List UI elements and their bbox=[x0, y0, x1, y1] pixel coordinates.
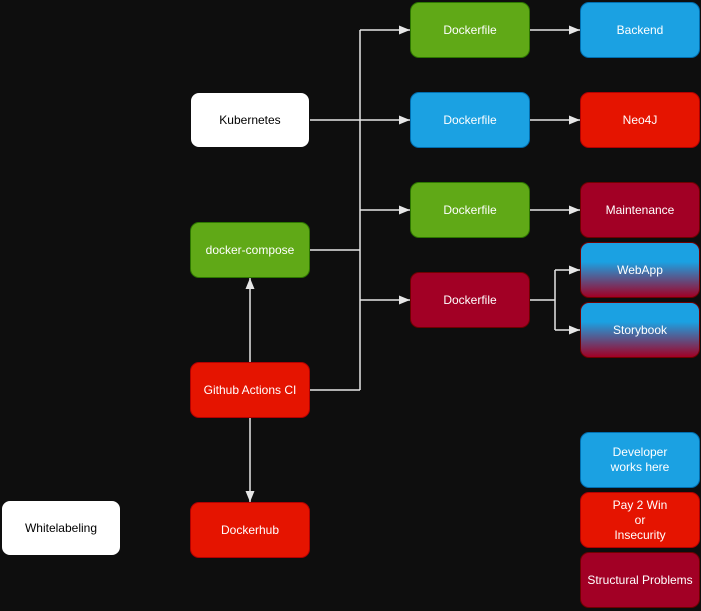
node-maintenance-label: Maintenance bbox=[605, 202, 675, 217]
legend-structural-problems[interactable]: Structural Problems bbox=[580, 552, 700, 608]
legend-pay2win-insecurity[interactable]: Pay 2 Win or Insecurity bbox=[580, 492, 700, 548]
node-webapp-label: WebApp bbox=[617, 262, 663, 277]
legend-structural-label: Structural Problems bbox=[587, 572, 693, 587]
node-dockerhub-label: Dockerhub bbox=[220, 522, 280, 537]
node-dockerfile-1[interactable]: Dockerfile bbox=[410, 2, 530, 58]
node-whitelabeling-label: Whitelabeling bbox=[24, 520, 98, 535]
node-github-actions-label: Github Actions CI bbox=[203, 382, 297, 397]
node-github-actions[interactable]: Github Actions CI bbox=[190, 362, 310, 418]
node-storybook[interactable]: Storybook bbox=[580, 302, 700, 358]
node-dockerfile-1-label: Dockerfile bbox=[443, 22, 497, 37]
node-dockerfile-3-label: Dockerfile bbox=[443, 202, 497, 217]
node-neo4j-label: Neo4J bbox=[622, 112, 658, 127]
node-dockerfile-4-label: Dockerfile bbox=[443, 292, 497, 307]
node-dockerfile-4[interactable]: Dockerfile bbox=[410, 272, 530, 328]
legend-developer-works-here[interactable]: Developer works here bbox=[580, 432, 700, 488]
node-maintenance[interactable]: Maintenance bbox=[580, 182, 700, 238]
node-dockerfile-3[interactable]: Dockerfile bbox=[410, 182, 530, 238]
node-docker-compose[interactable]: docker-compose bbox=[190, 222, 310, 278]
node-kubernetes[interactable]: Kubernetes bbox=[190, 92, 310, 148]
node-storybook-label: Storybook bbox=[612, 322, 668, 337]
legend-developer-label: Developer works here bbox=[610, 445, 670, 474]
node-whitelabeling[interactable]: Whitelabeling bbox=[1, 500, 121, 556]
node-kubernetes-label: Kubernetes bbox=[219, 112, 281, 127]
node-docker-compose-label: docker-compose bbox=[205, 242, 295, 257]
node-webapp[interactable]: WebApp bbox=[580, 242, 700, 298]
node-neo4j[interactable]: Neo4J bbox=[580, 92, 700, 148]
legend-pay2win-label: Pay 2 Win or Insecurity bbox=[612, 497, 668, 542]
node-dockerfile-2-label: Dockerfile bbox=[443, 112, 497, 127]
node-backend[interactable]: Backend bbox=[580, 2, 700, 58]
node-dockerfile-2[interactable]: Dockerfile bbox=[410, 92, 530, 148]
node-dockerhub[interactable]: Dockerhub bbox=[190, 502, 310, 558]
node-backend-label: Backend bbox=[616, 22, 664, 37]
edge-dockerfile4-fork bbox=[530, 270, 556, 330]
